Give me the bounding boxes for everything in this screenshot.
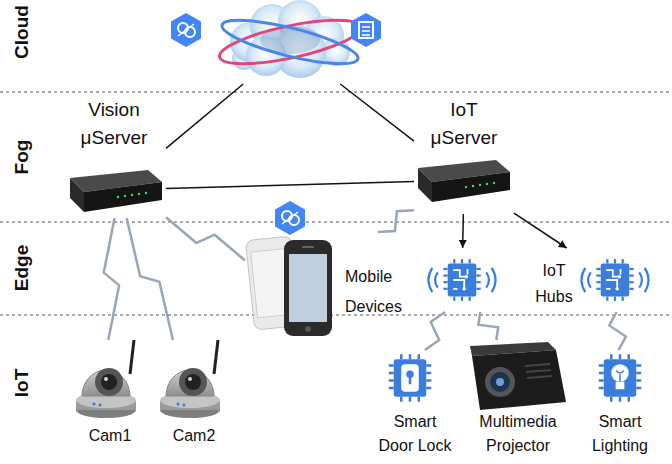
hub-icon xyxy=(428,259,495,301)
phone-illustration xyxy=(284,240,332,336)
device-label: Smart Door Lock xyxy=(376,410,454,458)
network-link xyxy=(166,84,243,148)
cloud-illustration xyxy=(216,0,364,78)
projector-illustration xyxy=(525,364,550,366)
device-label: IoT μServer xyxy=(424,96,504,152)
cloud-illustration xyxy=(219,11,362,72)
camera-illustration xyxy=(160,340,220,418)
wireless-link xyxy=(478,312,498,340)
device-label: Vision μServer xyxy=(62,96,166,152)
layer-band: Cloud xyxy=(0,0,672,92)
hub-node xyxy=(432,248,492,312)
smart-light-icon xyxy=(599,354,642,402)
layer-label: Edge xyxy=(10,228,34,308)
layer-band: Fog Vision μServer IoT μServer xyxy=(0,92,672,222)
ai-icon xyxy=(275,201,305,235)
cloud-illustration xyxy=(216,11,364,72)
wireless-link xyxy=(425,312,445,350)
layer-label: IoT xyxy=(10,343,34,423)
network-link xyxy=(166,181,414,188)
projector-illustration xyxy=(472,350,566,410)
server-device xyxy=(418,160,510,202)
arrow-link xyxy=(462,214,464,248)
layer-band: IoT Cam1 Cam2 Smart Door LockMultimedia Pro… xyxy=(0,315,672,464)
ai-icon xyxy=(171,13,201,47)
layer-label: Fog xyxy=(10,117,34,197)
camera-illustration xyxy=(76,340,136,418)
wireless-link xyxy=(127,218,173,340)
door-lock-icon xyxy=(389,354,432,402)
projector-illustration xyxy=(496,378,504,386)
projector-illustration xyxy=(527,376,552,378)
network-link xyxy=(340,84,414,141)
device-label: Mobile Devices xyxy=(345,262,425,322)
device-label: Cam1 xyxy=(74,424,146,448)
smart-light-icon xyxy=(616,371,624,382)
projector-illustration xyxy=(485,367,515,397)
arrow-link xyxy=(514,213,567,248)
smart-light-icon xyxy=(611,364,629,382)
ai-icon xyxy=(275,201,305,235)
camera-node: Cam1 xyxy=(74,340,146,452)
layer-divider xyxy=(0,222,672,223)
layer-label: Cloud xyxy=(10,0,34,72)
camera-illustration xyxy=(160,340,220,418)
ai-icon xyxy=(171,13,201,47)
projector-illustration xyxy=(470,342,566,410)
layer-divider xyxy=(0,92,672,93)
wireless-link xyxy=(166,217,245,260)
device-label: Multimedia Projector xyxy=(466,410,570,458)
device-node: Multimedia Projector xyxy=(466,340,570,460)
cloud-node xyxy=(208,2,348,84)
device-node: Smart Door Lock xyxy=(372,350,458,460)
device-node: Smart Lighting xyxy=(584,350,656,460)
smart-light-icon xyxy=(599,354,642,402)
layer-band: EdgeMobile DevicesIoT Hubs xyxy=(0,222,672,315)
data-icon xyxy=(351,13,381,47)
server-node: Vision μServer xyxy=(62,96,166,218)
layer-divider xyxy=(0,315,672,316)
server-device xyxy=(70,170,162,212)
hub-icon xyxy=(581,259,648,301)
mobile-node: Mobile Devices xyxy=(245,232,425,336)
projector-illustration xyxy=(526,370,551,372)
smart-light-icon xyxy=(616,382,625,390)
camera-illustration xyxy=(76,340,136,418)
device-label: IoT Hubs xyxy=(524,258,584,310)
projector-illustration xyxy=(490,372,510,392)
server-device xyxy=(418,160,510,202)
wireless-link xyxy=(609,312,626,350)
device-label: Smart Lighting xyxy=(584,410,656,458)
wireless-link xyxy=(104,218,119,340)
phone-illustration xyxy=(302,246,314,248)
phone-illustration xyxy=(245,236,332,336)
hub-icon xyxy=(428,259,495,301)
device-label: Cam2 xyxy=(158,424,230,448)
door-lock-icon xyxy=(389,354,432,402)
hub-icon xyxy=(581,259,648,301)
phone-illustration xyxy=(289,254,327,322)
layer-divider xyxy=(0,92,672,315)
door-lock-icon xyxy=(409,377,412,385)
wireless-link xyxy=(378,210,414,232)
phone-illustration xyxy=(305,326,311,332)
door-lock-icon xyxy=(401,364,419,392)
server-node: IoT μServer xyxy=(414,96,514,214)
camera-node: Cam2 xyxy=(158,340,230,452)
server-device xyxy=(70,170,162,212)
hub-node: IoT Hubs xyxy=(524,248,646,312)
data-icon xyxy=(351,13,381,47)
